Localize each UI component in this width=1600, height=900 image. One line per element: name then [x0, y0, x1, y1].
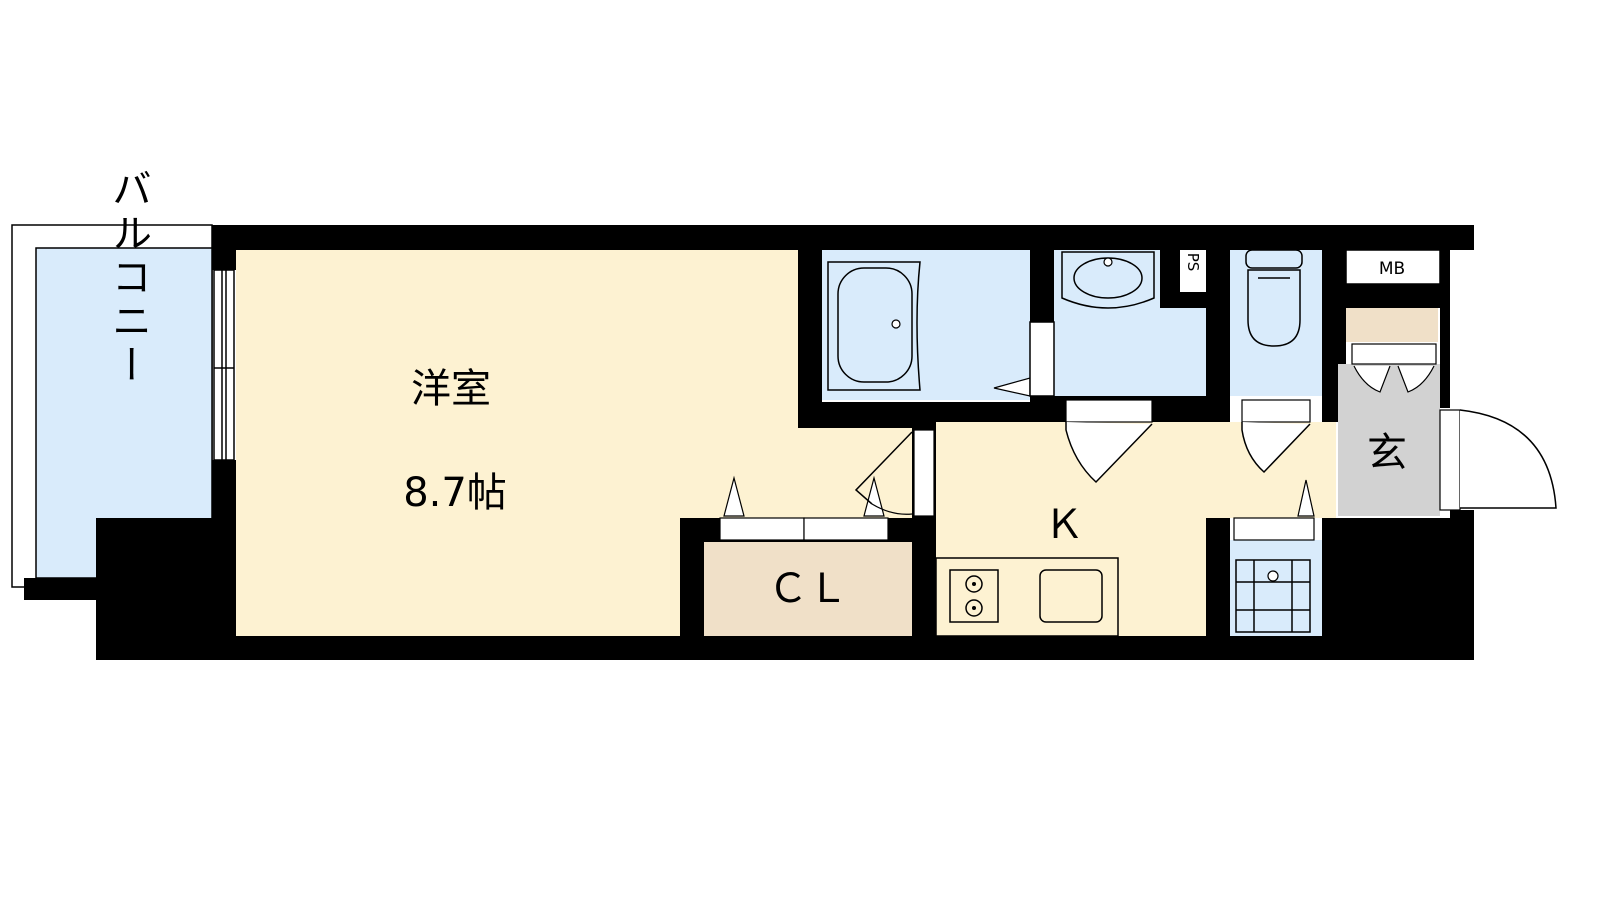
doors: [854, 343, 1557, 517]
meter-box: MB: [1345, 249, 1441, 285]
bathtub-icon: [837, 267, 913, 383]
western-room-lower-right: [682, 428, 932, 518]
entrance-label: 玄: [1367, 430, 1407, 476]
outer-walls: [96, 225, 1474, 660]
bathroom: [822, 250, 1031, 400]
toilet-room: [1230, 249, 1322, 396]
kitchen-counter: [935, 557, 1119, 637]
meter-box-label: MB: [1379, 259, 1405, 279]
western-room-name: 洋室: [411, 366, 491, 412]
entrance-floor: [1338, 364, 1440, 516]
kitchen-label: Ｋ: [1044, 502, 1084, 548]
washroom: PS: [1029, 250, 1206, 397]
western-room-size: 8.7帖: [403, 470, 507, 516]
closet: [704, 475, 912, 636]
balcony-window: [213, 269, 235, 461]
washing-machine-icon: [1235, 559, 1311, 633]
toilet-icon: [1247, 269, 1301, 347]
balcony-label: バルコニー: [105, 168, 151, 388]
closet-label: ＣＬ: [768, 566, 848, 612]
pipe-space-label: PS: [1184, 253, 1202, 272]
stove-icon: [949, 569, 999, 623]
washing-machine-area: [1230, 479, 1322, 636]
shoe-box: [1346, 308, 1438, 342]
kitchen-sink-icon: [1039, 569, 1103, 623]
